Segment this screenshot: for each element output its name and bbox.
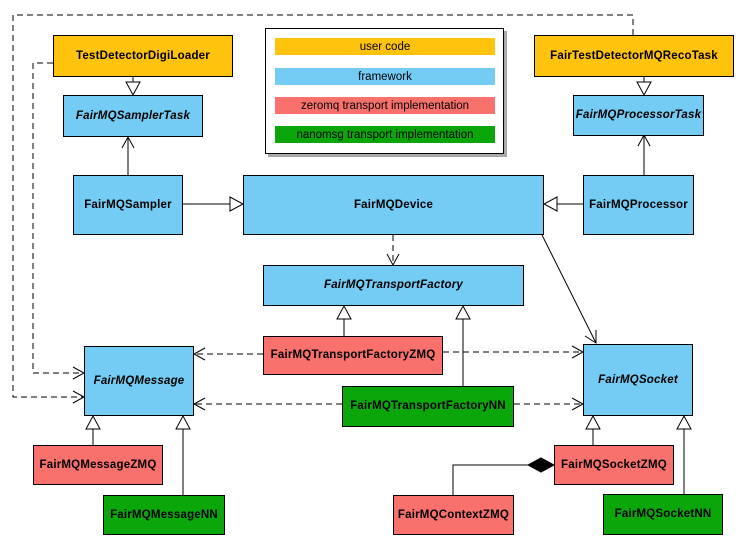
edge-fairmqsocketnn-inherits-fairmqsocket xyxy=(676,414,692,494)
node-fairmqsocketzmq: FairMQSocketZMQ xyxy=(554,445,674,485)
node-testdetectordigiloader: TestDetectorDigiLoader xyxy=(53,35,233,77)
node-fairmqmessage: FairMQMessage xyxy=(84,346,194,416)
legend-item-nanomsg: nanomsg transport implementation xyxy=(275,126,495,143)
edge-fairmqmessagenn-inherits-fairmqmessage xyxy=(175,414,191,495)
edge-fairmqsampler-inherits-fairmqdevice xyxy=(183,196,245,212)
legend: user code framework zeromq transport imp… xyxy=(265,28,504,154)
edge-fairmqdevice-uses-fairmqsocket xyxy=(541,234,597,344)
edge-fairmqtransportfactoryzmq-depends-fairmqsocket xyxy=(443,345,585,359)
node-fairmqtransportfactorynn: FairMQTransportFactoryNN xyxy=(342,386,514,427)
edge-fairmqprocessor-inherits-fairmqdevice xyxy=(542,196,583,212)
node-fairmqmessagezmq: FairMQMessageZMQ xyxy=(33,445,163,485)
edge-fairmqdevice-depends-fairmqtransportfactory xyxy=(386,235,400,267)
node-fairmqsocket: FairMQSocket xyxy=(583,344,693,416)
node-fairmqsamplertask: FairMQSamplerTask xyxy=(63,95,203,137)
node-fairmqdevice: FairMQDevice xyxy=(243,175,544,235)
edge-fairmqmessagezmq-inherits-fairmqmessage xyxy=(85,414,101,445)
node-fairmqsampler: FairMQSampler xyxy=(73,175,183,235)
node-fairmqtransportfactoryzmq: FairMQTransportFactoryZMQ xyxy=(263,336,443,375)
node-fairmqsocketnn: FairMQSocketNN xyxy=(603,494,723,535)
edge-fairmqtransportfactorynn-depends-fairmqsocket xyxy=(514,397,585,411)
legend-item-framework: framework xyxy=(275,68,495,85)
edge-fairmqtransportfactoryzmq-depends-fairmqmessage xyxy=(192,347,263,361)
edge-fairmqsocketzmq-inherits-fairmqsocket xyxy=(585,414,601,445)
edge-fairmqtransportfactoryzmq-inherits-fairmqtransportfactory xyxy=(336,304,352,336)
node-fairmqmessagenn: FairMQMessageNN xyxy=(103,495,225,535)
edge-fairmqtransportfactorynn-inherits-fairmqtransportfactory xyxy=(455,304,471,386)
edge-fairmqcontextzmq-composedin-fairmqsocketzmq xyxy=(452,457,556,495)
edge-fairmqprocessor-uses-fairmqprocessortask xyxy=(637,133,651,175)
node-fairmqprocessortask: FairMQProcessorTask xyxy=(573,95,704,136)
edge-fairtestdetectormqrecotask-inherits-fairmqprocessortask xyxy=(636,76,652,97)
edge-fairmqtransportfactorynn-depends-fairmqmessage xyxy=(192,397,342,411)
legend-item-zeromq: zeromq transport implementation xyxy=(275,97,495,114)
legend-item-user-code: user code xyxy=(275,38,495,55)
node-fairmqtransportfactory: FairMQTransportFactory xyxy=(263,265,524,306)
edge-testdetectordigiloader-inherits-fairmqsamplertask xyxy=(125,76,141,97)
node-fairmqcontextzmq: FairMQContextZMQ xyxy=(393,495,514,535)
node-fairmqprocessor: FairMQProcessor xyxy=(583,175,694,235)
node-fairtestdetectormqrecotask: FairTestDetectorMQRecoTask xyxy=(534,35,734,77)
edge-fairmqsampler-uses-fairmqsamplertask xyxy=(121,135,135,175)
